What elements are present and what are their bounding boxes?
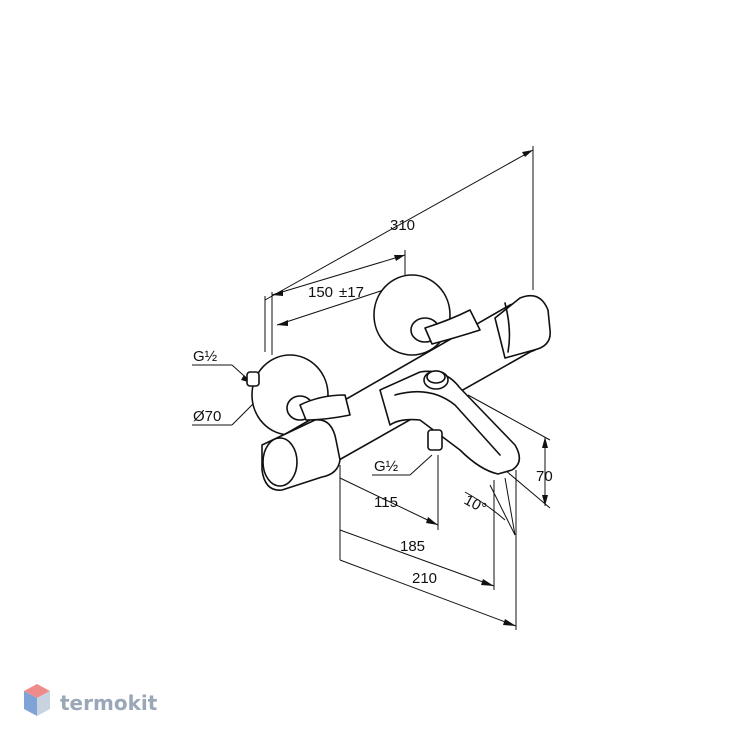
centre-distance-label: 150 — [308, 284, 333, 301]
dimension-labels: 310 150 ±17 70 115 185 210 10° G½ Ø70 G½ — [193, 217, 553, 587]
termokit-logo: termokit — [24, 684, 158, 716]
logo-cube-right — [37, 691, 50, 716]
centre-tolerance-label: ±17 — [339, 284, 364, 301]
spout-offset-1-label: 115 — [374, 494, 398, 511]
spout-angle-label: 10° — [461, 492, 489, 518]
overall-width-label: 310 — [390, 217, 415, 234]
logo-cube-left — [24, 691, 37, 716]
logo-brand-text: termokit — [60, 691, 158, 715]
outlet-thread-label: G½ — [374, 458, 399, 475]
mixer-body — [246, 274, 551, 491]
spout-offset-3-label: 210 — [412, 570, 437, 587]
spout-offset-2-label: 185 — [400, 538, 425, 555]
knob-diameter-label: Ø70 — [193, 408, 221, 425]
inlet-thread-label: G½ — [193, 348, 218, 365]
spout-height-label: 70 — [536, 468, 553, 485]
dimension-lines — [192, 146, 551, 630]
